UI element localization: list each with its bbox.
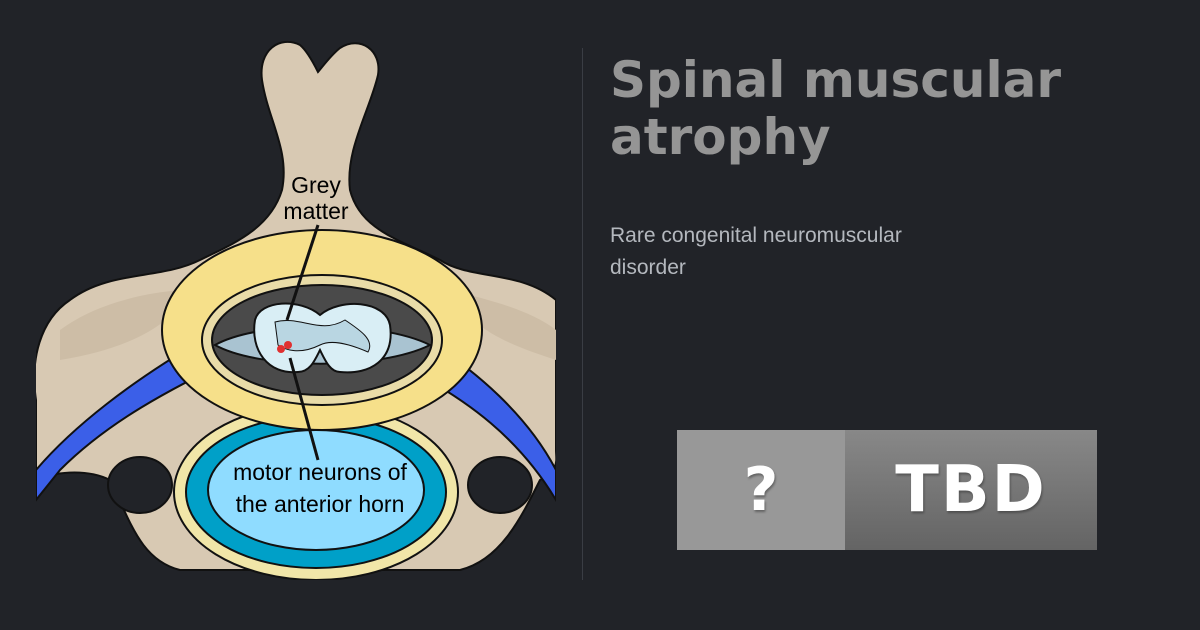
badge-text: TBD [845, 430, 1097, 550]
foramen-right [467, 456, 533, 514]
spine-cross-section-diagram: Grey matter motor neurons of the anterio… [36, 40, 556, 580]
label-grey-matter-line1: Grey [291, 172, 341, 198]
page-title: Spinal muscular atrophy [610, 51, 1062, 166]
grey-matter [274, 319, 371, 353]
status-badge: ? TBD [677, 430, 1097, 550]
divider [582, 48, 583, 580]
subtitle: Rare congenital neuromuscular disorder [610, 224, 902, 279]
question-mark-icon: ? [677, 430, 845, 550]
label-grey-matter-line2: matter [283, 198, 349, 224]
foramen-left [107, 456, 173, 514]
arrow-grey-matter [285, 224, 320, 321]
label-motor-neurons-line1: motor neurons of [233, 459, 407, 485]
label-motor-neurons-line2: the anterior horn [236, 491, 405, 517]
motor-neuron-dot [284, 341, 292, 349]
motor-neuron-dot [277, 345, 285, 353]
arrow-motor-neurons [288, 357, 320, 461]
transverse-process-shade-left [60, 290, 190, 360]
